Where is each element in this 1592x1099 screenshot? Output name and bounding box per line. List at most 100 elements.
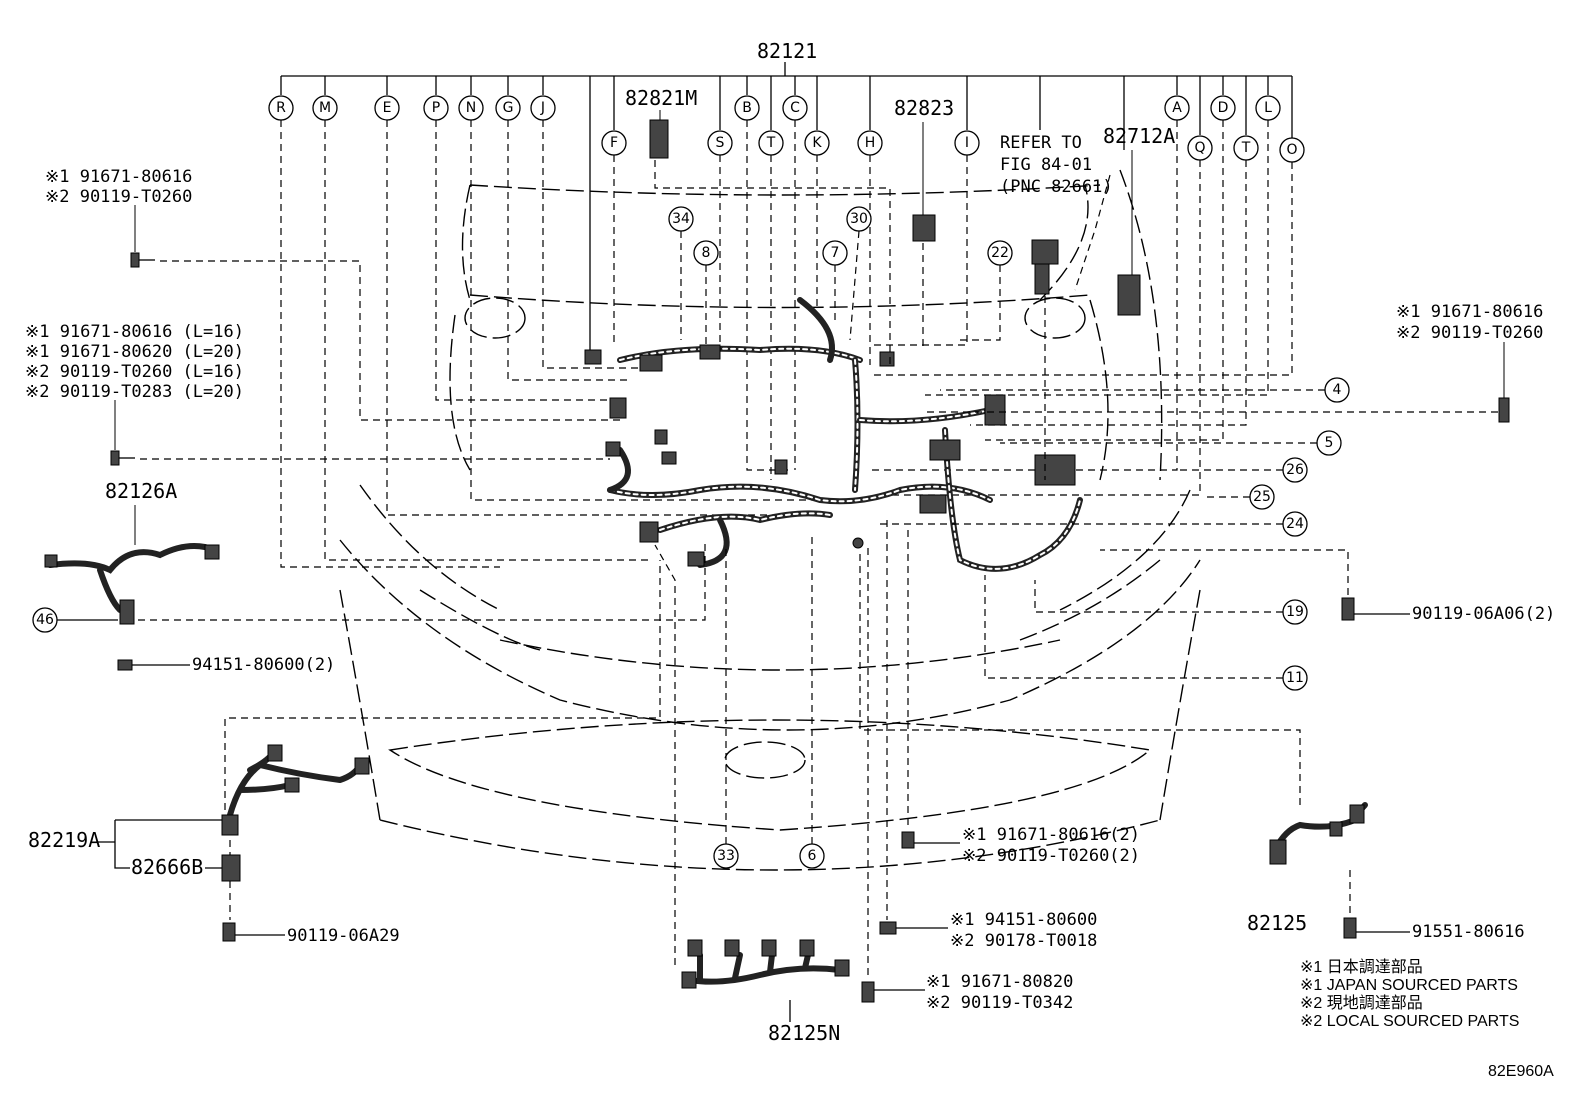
svg-text:M: M <box>319 100 331 116</box>
callout-25: 25 <box>1249 484 1275 510</box>
connector-82712A <box>1117 150 1141 316</box>
svg-text:94151-80600(2): 94151-80600(2) <box>192 655 335 675</box>
svg-text:F: F <box>610 135 618 151</box>
callout-4: 4 <box>1324 377 1350 403</box>
callout-L: L <box>1255 95 1281 121</box>
svg-text:I: I <box>965 135 969 151</box>
svg-text:※2 90119-T0260 (L=16): ※2 90119-T0260 (L=16) <box>25 362 244 382</box>
fastener-left-top: ※1 91671-80616 ※2 90119-T0260 <box>45 167 192 268</box>
callout-6: 6 <box>799 843 825 869</box>
callout-T-left: T <box>758 130 784 156</box>
bolt-91551-80616: 91551-80616 <box>1343 870 1525 942</box>
svg-text:B: B <box>742 100 752 116</box>
callout-K: K <box>804 130 830 156</box>
svg-text:※2 90178-T0018: ※2 90178-T0018 <box>950 931 1097 951</box>
svg-text:O: O <box>1286 142 1297 158</box>
callout-P: P <box>423 95 449 121</box>
figure-id: 82E960A <box>1488 1063 1554 1080</box>
connector-82823 <box>912 122 936 242</box>
bolt-90119-06A29: 90119-06A29 <box>222 922 400 946</box>
callout-G: G <box>495 95 521 121</box>
svg-text:※2 LOCAL SOURCED PARTS: ※2 LOCAL SOURCED PARTS <box>1300 1013 1519 1030</box>
svg-text:REFER TO: REFER TO <box>1000 133 1082 153</box>
svg-text:90119-06A29: 90119-06A29 <box>287 926 400 946</box>
svg-text:G: G <box>503 100 514 116</box>
connector-82821M <box>649 110 669 159</box>
svg-text:※1 94151-80600: ※1 94151-80600 <box>950 910 1097 930</box>
svg-text:※1 91671-80616: ※1 91671-80616 <box>45 167 192 187</box>
callout-30: 30 <box>846 206 872 232</box>
svg-text:N: N <box>466 100 476 116</box>
callout-B: B <box>734 95 760 121</box>
svg-text:※2 90119-T0342: ※2 90119-T0342 <box>926 993 1073 1013</box>
callout-E: E <box>374 95 400 121</box>
top-bracket <box>281 62 1292 77</box>
part-label-82219A: 82219A <box>28 828 100 852</box>
callout-H: H <box>857 130 883 156</box>
svg-text:※2 90119-T0260(2): ※2 90119-T0260(2) <box>962 846 1140 866</box>
svg-text:Q: Q <box>1194 140 1205 156</box>
nut-94151-80600: 94151-80600(2) <box>117 655 335 675</box>
harness-82219A <box>221 560 661 836</box>
fastener-left-mid: ※1 91671-80616 (L=16) ※1 91671-80620 (L=… <box>25 322 244 466</box>
fastener-bottom-3: ※1 91671-80820 ※2 90119-T0342 <box>861 548 1073 1013</box>
callout-C: C <box>782 95 808 121</box>
part-label-82126A: 82126A <box>105 479 177 503</box>
callout-7: 7 <box>822 240 848 266</box>
callout-5: 5 <box>1316 430 1342 456</box>
part-label-82712A: 82712A <box>1103 124 1175 148</box>
bracket-leaders <box>280 76 1293 350</box>
sourcing-legend: ※1 日本調達部品 ※1 JAPAN SOURCED PARTS ※2 現地調達… <box>1300 958 1519 1030</box>
svg-text:J: J <box>540 100 545 116</box>
connector-82666B <box>221 840 241 920</box>
svg-text:H: H <box>865 135 876 151</box>
svg-text:S: S <box>716 135 725 151</box>
svg-text:P: P <box>432 100 440 116</box>
bolt-icon <box>1498 397 1510 423</box>
svg-text:8: 8 <box>702 245 711 261</box>
fastener-right-top: ※1 91671-80616 ※2 90119-T0260 <box>1396 302 1543 423</box>
callout-M: M <box>312 95 338 121</box>
callout-T-right: T <box>1233 135 1259 161</box>
svg-text:33: 33 <box>717 848 735 864</box>
svg-text:26: 26 <box>1286 462 1304 478</box>
callout-F: F <box>601 130 627 156</box>
callout-22: 22 <box>987 240 1013 266</box>
part-label-82125N: 82125N <box>768 1021 840 1045</box>
callout-Q: Q <box>1187 135 1213 161</box>
svg-text:K: K <box>812 135 822 151</box>
callout-34: 34 <box>668 206 694 232</box>
svg-text:46: 46 <box>36 612 54 628</box>
svg-text:19: 19 <box>1286 604 1304 620</box>
callout-O: O <box>1279 137 1305 163</box>
fastener-bottom-2: ※1 94151-80600 ※2 90178-T0018 <box>879 520 1097 951</box>
connector-82661 <box>1031 239 1059 295</box>
part-label-82121: 82121 <box>757 39 817 63</box>
svg-text:D: D <box>1218 100 1229 116</box>
svg-text:11: 11 <box>1286 670 1304 686</box>
svg-text:E: E <box>383 100 392 116</box>
svg-text:34: 34 <box>672 211 690 227</box>
harness-82126A <box>44 505 220 625</box>
svg-text:5: 5 <box>1325 435 1334 451</box>
svg-text:4: 4 <box>1333 382 1342 398</box>
svg-text:22: 22 <box>991 245 1009 261</box>
part-label-82125: 82125 <box>1247 911 1307 935</box>
svg-text:※2 90119-T0260: ※2 90119-T0260 <box>45 187 192 207</box>
letter-leaders <box>280 120 1293 568</box>
part-label-82666B: 82666B <box>131 855 203 879</box>
svg-text:A: A <box>1172 100 1182 116</box>
svg-text:※1 日本調達部品: ※1 日本調達部品 <box>1300 958 1423 976</box>
callout-R: R <box>268 95 294 121</box>
vehicle-outline <box>339 169 1201 871</box>
callout-S: S <box>707 130 733 156</box>
refer-note: REFER TO FIG 84-01 (PNC 82661) <box>1000 133 1113 197</box>
callout-8: 8 <box>693 240 719 266</box>
callout-26: 26 <box>1282 457 1308 483</box>
svg-text:(PNC 82661): (PNC 82661) <box>1000 177 1113 197</box>
bolt-icon <box>110 450 120 466</box>
svg-text:※1 91671-80616: ※1 91671-80616 <box>1396 302 1543 322</box>
svg-text:T: T <box>766 135 776 151</box>
callout-D: D <box>1210 95 1236 121</box>
